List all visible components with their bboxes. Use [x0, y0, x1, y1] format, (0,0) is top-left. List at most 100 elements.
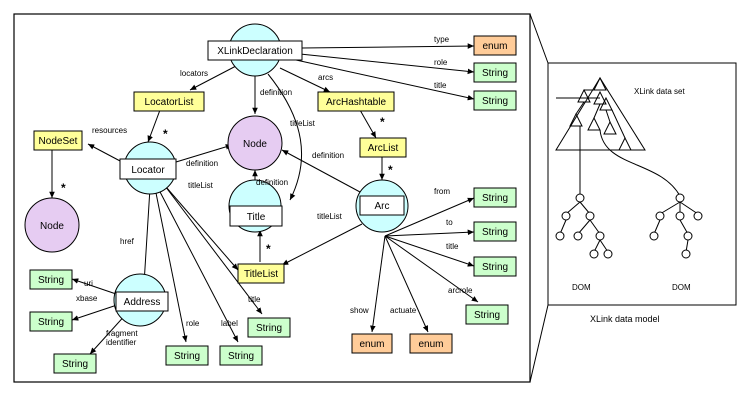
edge-label-from: from	[434, 187, 450, 196]
edge-label-definition-loc: definition	[186, 159, 218, 168]
inset-frame	[547, 62, 737, 306]
string-arcrole-label: String	[474, 310, 500, 321]
star-locatorlist: *	[163, 127, 168, 141]
edge-role-loc	[154, 187, 188, 343]
string-role-loc-box	[165, 345, 209, 366]
string-uri-box	[29, 269, 73, 290]
string-from-label: String	[482, 193, 508, 204]
edge-label-role: role	[434, 58, 448, 67]
string-uri-label: String	[38, 275, 64, 286]
enum-actuate-label: enum	[418, 339, 443, 350]
edge-label-loc	[157, 187, 239, 343]
node-set-label: NodeSet	[39, 136, 78, 147]
edge-label-to: to	[446, 218, 453, 227]
string-xbase-box	[29, 311, 73, 332]
locator-list-box	[133, 91, 205, 112]
edge-label-type: type	[434, 35, 450, 44]
star-titlelist: *	[266, 242, 271, 256]
edge-label-title-loc: title	[248, 295, 261, 304]
string-title-box	[473, 90, 517, 111]
inset-texts: XLink data set DOM DOM	[572, 87, 691, 292]
edge-label-uri: uri	[84, 279, 93, 288]
string-title-loc-label: String	[256, 323, 282, 334]
string-arc-title-box	[473, 256, 517, 277]
edge-uri	[71, 278, 123, 297]
edge-label-titlelist-xd: titleList	[290, 119, 316, 128]
edge-label-resources: resources	[92, 126, 127, 135]
inset-set-label: XLink data set	[634, 87, 685, 96]
enum-actuate-box	[409, 333, 453, 354]
title-list-label: TitleList	[244, 269, 278, 280]
address-label: Address	[124, 297, 161, 308]
string-to-box	[473, 221, 517, 242]
tri-e	[587, 116, 601, 131]
edge-href	[141, 187, 151, 285]
edge-label-definition-arc: definition	[312, 151, 344, 160]
boxes	[29, 35, 517, 374]
string-role-box	[473, 62, 517, 83]
circles	[24, 23, 409, 327]
edge-label-fragment-1: fragment	[106, 329, 138, 338]
locator-box	[119, 158, 177, 180]
edge-locatorlist-locator	[147, 109, 161, 143]
data-set-triangle-outline	[555, 77, 646, 151]
edge-label-actuate: actuate	[390, 306, 417, 315]
locator-list-label: LocatorList	[145, 97, 194, 108]
edge-arcrole	[384, 235, 479, 303]
tri-f	[603, 120, 617, 135]
string-fragment-box	[53, 353, 97, 374]
arc-list-label: ArcList	[368, 143, 399, 154]
title-list-box	[237, 263, 285, 284]
edge-label-show: show	[350, 306, 369, 315]
edge-label-title-arc: title	[446, 242, 459, 251]
main-frame	[13, 13, 531, 383]
edge-label-locators: locators	[180, 69, 208, 78]
multiplicity-stars: * * * * *	[61, 115, 393, 256]
edge-titlelist-arc	[281, 223, 363, 266]
enum-type-label: enum	[482, 41, 507, 52]
edge-label-texts: type role title locators arcs definition…	[76, 35, 473, 347]
star-archashtable: *	[380, 115, 385, 129]
inset-graphic	[555, 76, 703, 259]
edge-from	[384, 197, 475, 237]
string-fragment-label: String	[62, 359, 88, 370]
arc-box	[359, 195, 405, 216]
edge-locators	[189, 65, 237, 91]
edge-label-href: href	[120, 237, 135, 246]
string-role-label: String	[482, 68, 508, 79]
xlink-declaration-label: XLinkDeclaration	[217, 46, 293, 57]
string-title-loc-box	[247, 317, 291, 338]
string-arc-title-label: String	[482, 262, 508, 273]
xlink-declaration-box	[207, 40, 303, 61]
edge-title-loc	[164, 185, 263, 315]
edge-role	[299, 53, 475, 75]
tri-d	[569, 112, 583, 127]
edge-label-title: title	[434, 81, 447, 90]
edge-label-role-loc: role	[186, 319, 200, 328]
edge-title	[295, 59, 475, 101]
arc-hashtable-box	[317, 91, 395, 112]
zoom-line-bottom	[529, 304, 549, 383]
string-arcrole-box	[465, 304, 509, 325]
string-xbase-label: String	[38, 317, 64, 328]
edge-label-xbase: xbase	[76, 294, 98, 303]
address-box	[115, 291, 169, 312]
string-label-loc-label: String	[228, 351, 254, 362]
locator-label: Locator	[131, 165, 165, 176]
zoom-line-top	[529, 13, 549, 64]
star-nodeset: *	[61, 181, 66, 195]
edge-definition-arc	[281, 149, 361, 193]
enum-show-label: enum	[359, 339, 384, 350]
string-label-loc-box	[219, 345, 263, 366]
arc-list-box	[359, 137, 407, 158]
arc-label: Arc	[375, 201, 390, 212]
edge-actuate	[384, 235, 429, 333]
edge-label-titlelist-arc: titleList	[317, 212, 343, 221]
edge-arcs	[279, 67, 331, 93]
edge-label-definition-xd: definition	[260, 88, 292, 97]
edge-titlelist-loc	[159, 179, 239, 271]
string-from-box	[473, 187, 517, 208]
edges	[49, 43, 479, 355]
inset-dom-left: DOM	[572, 283, 591, 292]
